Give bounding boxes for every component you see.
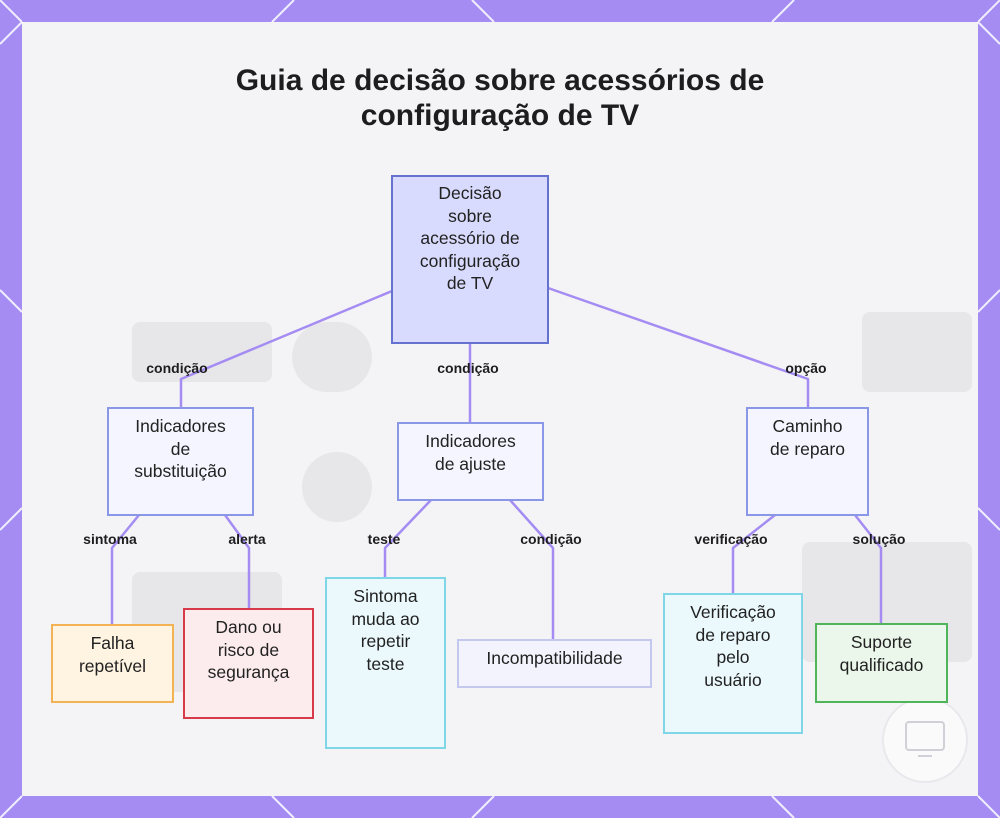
node-sintoma-muda: Sintoma muda ao repetir teste (325, 577, 446, 749)
node-line: muda ao (351, 608, 420, 629)
node-line: de (170, 438, 191, 459)
edge-label-aj-incompat: condição (520, 531, 582, 547)
node-dano-risco: Dano ou risco de segurança (183, 608, 314, 719)
node-line: qualificado (839, 654, 924, 675)
node-line: Sintoma (353, 586, 418, 606)
edge-sub-falha (110, 514, 140, 625)
title-line-1: Guia de decisão sobre acessórios de (235, 64, 765, 97)
background-shape (292, 322, 372, 392)
edge-root-substituicao (179, 289, 393, 407)
node-line: Decisão (438, 183, 502, 203)
page-title: Guia de decisão sobre acessórios de conf… (0, 63, 1000, 133)
edge-label-rep-verificacao: verificação (694, 531, 768, 547)
edge-aj-sintoma (383, 499, 432, 578)
edge-rep-suporte (854, 514, 883, 624)
node-line: Indicadores (135, 416, 226, 436)
node-line: de TV (446, 273, 494, 293)
node-line: Verificação (690, 602, 776, 622)
node-line: Indicadores (425, 431, 516, 451)
background-shape (302, 452, 372, 522)
node-line: repetir (360, 631, 411, 651)
node-line: configuração (419, 250, 521, 271)
node-line: Caminho (772, 416, 843, 436)
node-falha-repetivel: Falha repetível (51, 624, 174, 703)
node-line: risco de (217, 639, 280, 660)
node-line: usuário (704, 669, 762, 690)
node-line: acessório de (420, 228, 520, 248)
title-line-2: configuração de TV (360, 99, 640, 132)
node-caminho-reparo: Caminho de reparo (746, 407, 869, 516)
edge-rep-verificacao (731, 514, 776, 594)
node-verificacao-reparo: Verificação de reparo pelo usuário (663, 593, 803, 734)
edge-label-root-ajuste: condição (437, 360, 499, 376)
node-line: segurança (207, 662, 290, 682)
edge-aj-incompat (509, 499, 555, 640)
node-line: de reparo (695, 624, 771, 645)
background-shape (862, 312, 972, 392)
node-line: pelo (716, 647, 750, 667)
node-line: teste (366, 653, 405, 674)
node-line: sobre (448, 205, 492, 226)
node-line: de ajuste (434, 453, 506, 474)
edge-root-reparo (547, 286, 810, 407)
edge-sub-dano (223, 514, 251, 609)
node-root-decision: Decisão sobre acessório de configuração … (391, 175, 549, 344)
edge-label-aj-sintoma: teste (367, 531, 401, 547)
node-line: de reparo (770, 438, 845, 459)
node-indicadores-substituicao: Indicadores de substituição (107, 407, 254, 516)
node-suporte-qualificado: Suporte qualificado (815, 623, 948, 703)
edge-label-root-reparo: opção (785, 360, 827, 376)
node-line: Incompatibilidade (486, 648, 623, 668)
node-line: Suporte (850, 632, 913, 652)
node-line: Dano ou (215, 617, 282, 637)
edge-label-rep-suporte: solução (852, 531, 906, 547)
node-incompatibilidade: Incompatibilidade (457, 639, 652, 688)
edge-label-root-substituicao: condição (146, 360, 208, 376)
node-line: substituição (134, 461, 227, 481)
edge-label-sub-falha: sintoma (83, 531, 137, 547)
edge-label-sub-dano: alerta (228, 531, 266, 547)
node-line: repetível (78, 655, 147, 676)
node-indicadores-ajuste: Indicadores de ajuste (397, 422, 544, 501)
node-line: Falha (90, 633, 135, 653)
